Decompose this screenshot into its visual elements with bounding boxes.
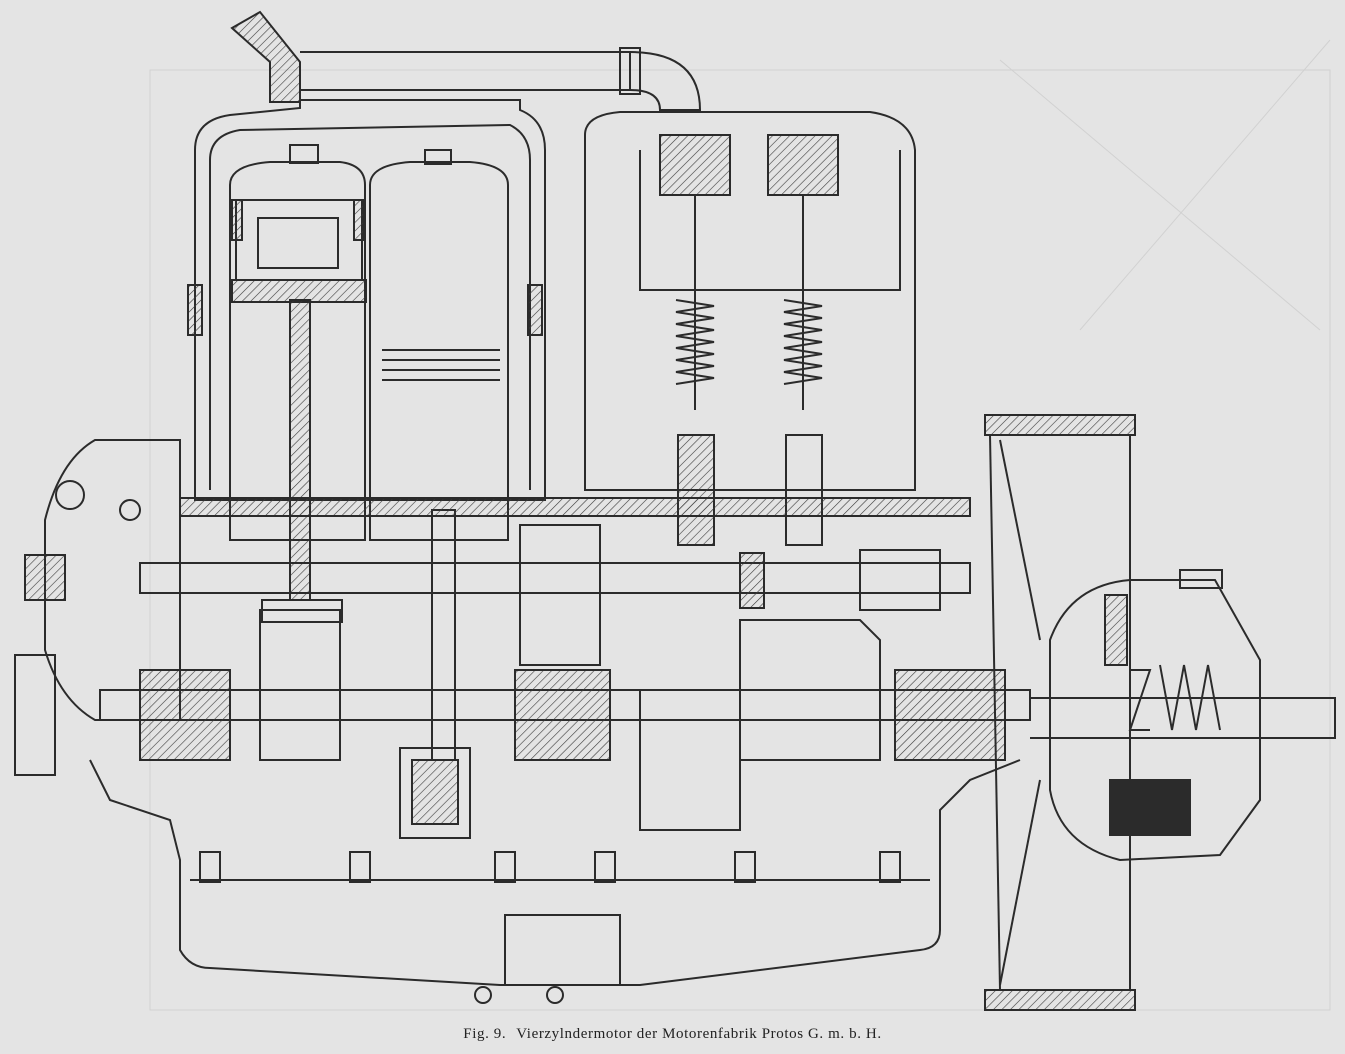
gear-housing — [14, 439, 181, 776]
flywheel — [984, 414, 1136, 1011]
figure-caption: Fig. 9. Vierzylndermotor der Motorenfabri… — [0, 1026, 1345, 1043]
crankcase-rail — [179, 497, 971, 517]
engine-drawing — [14, 10, 1336, 1011]
crankcase — [89, 759, 1021, 1004]
figure-number: Fig. 9. — [463, 1026, 507, 1042]
background-texture — [149, 39, 1331, 1011]
camshaft — [139, 524, 971, 666]
clutch — [1030, 569, 1336, 862]
crankshaft — [99, 609, 1031, 831]
valve-block — [584, 111, 916, 546]
crankcase-bolts — [199, 851, 901, 883]
left-cylinder-block — [187, 99, 546, 541]
intake-pipe — [230, 10, 702, 111]
figure-caption-text: Vierzylndermotor der Motorenfabrik Proto… — [516, 1026, 882, 1042]
